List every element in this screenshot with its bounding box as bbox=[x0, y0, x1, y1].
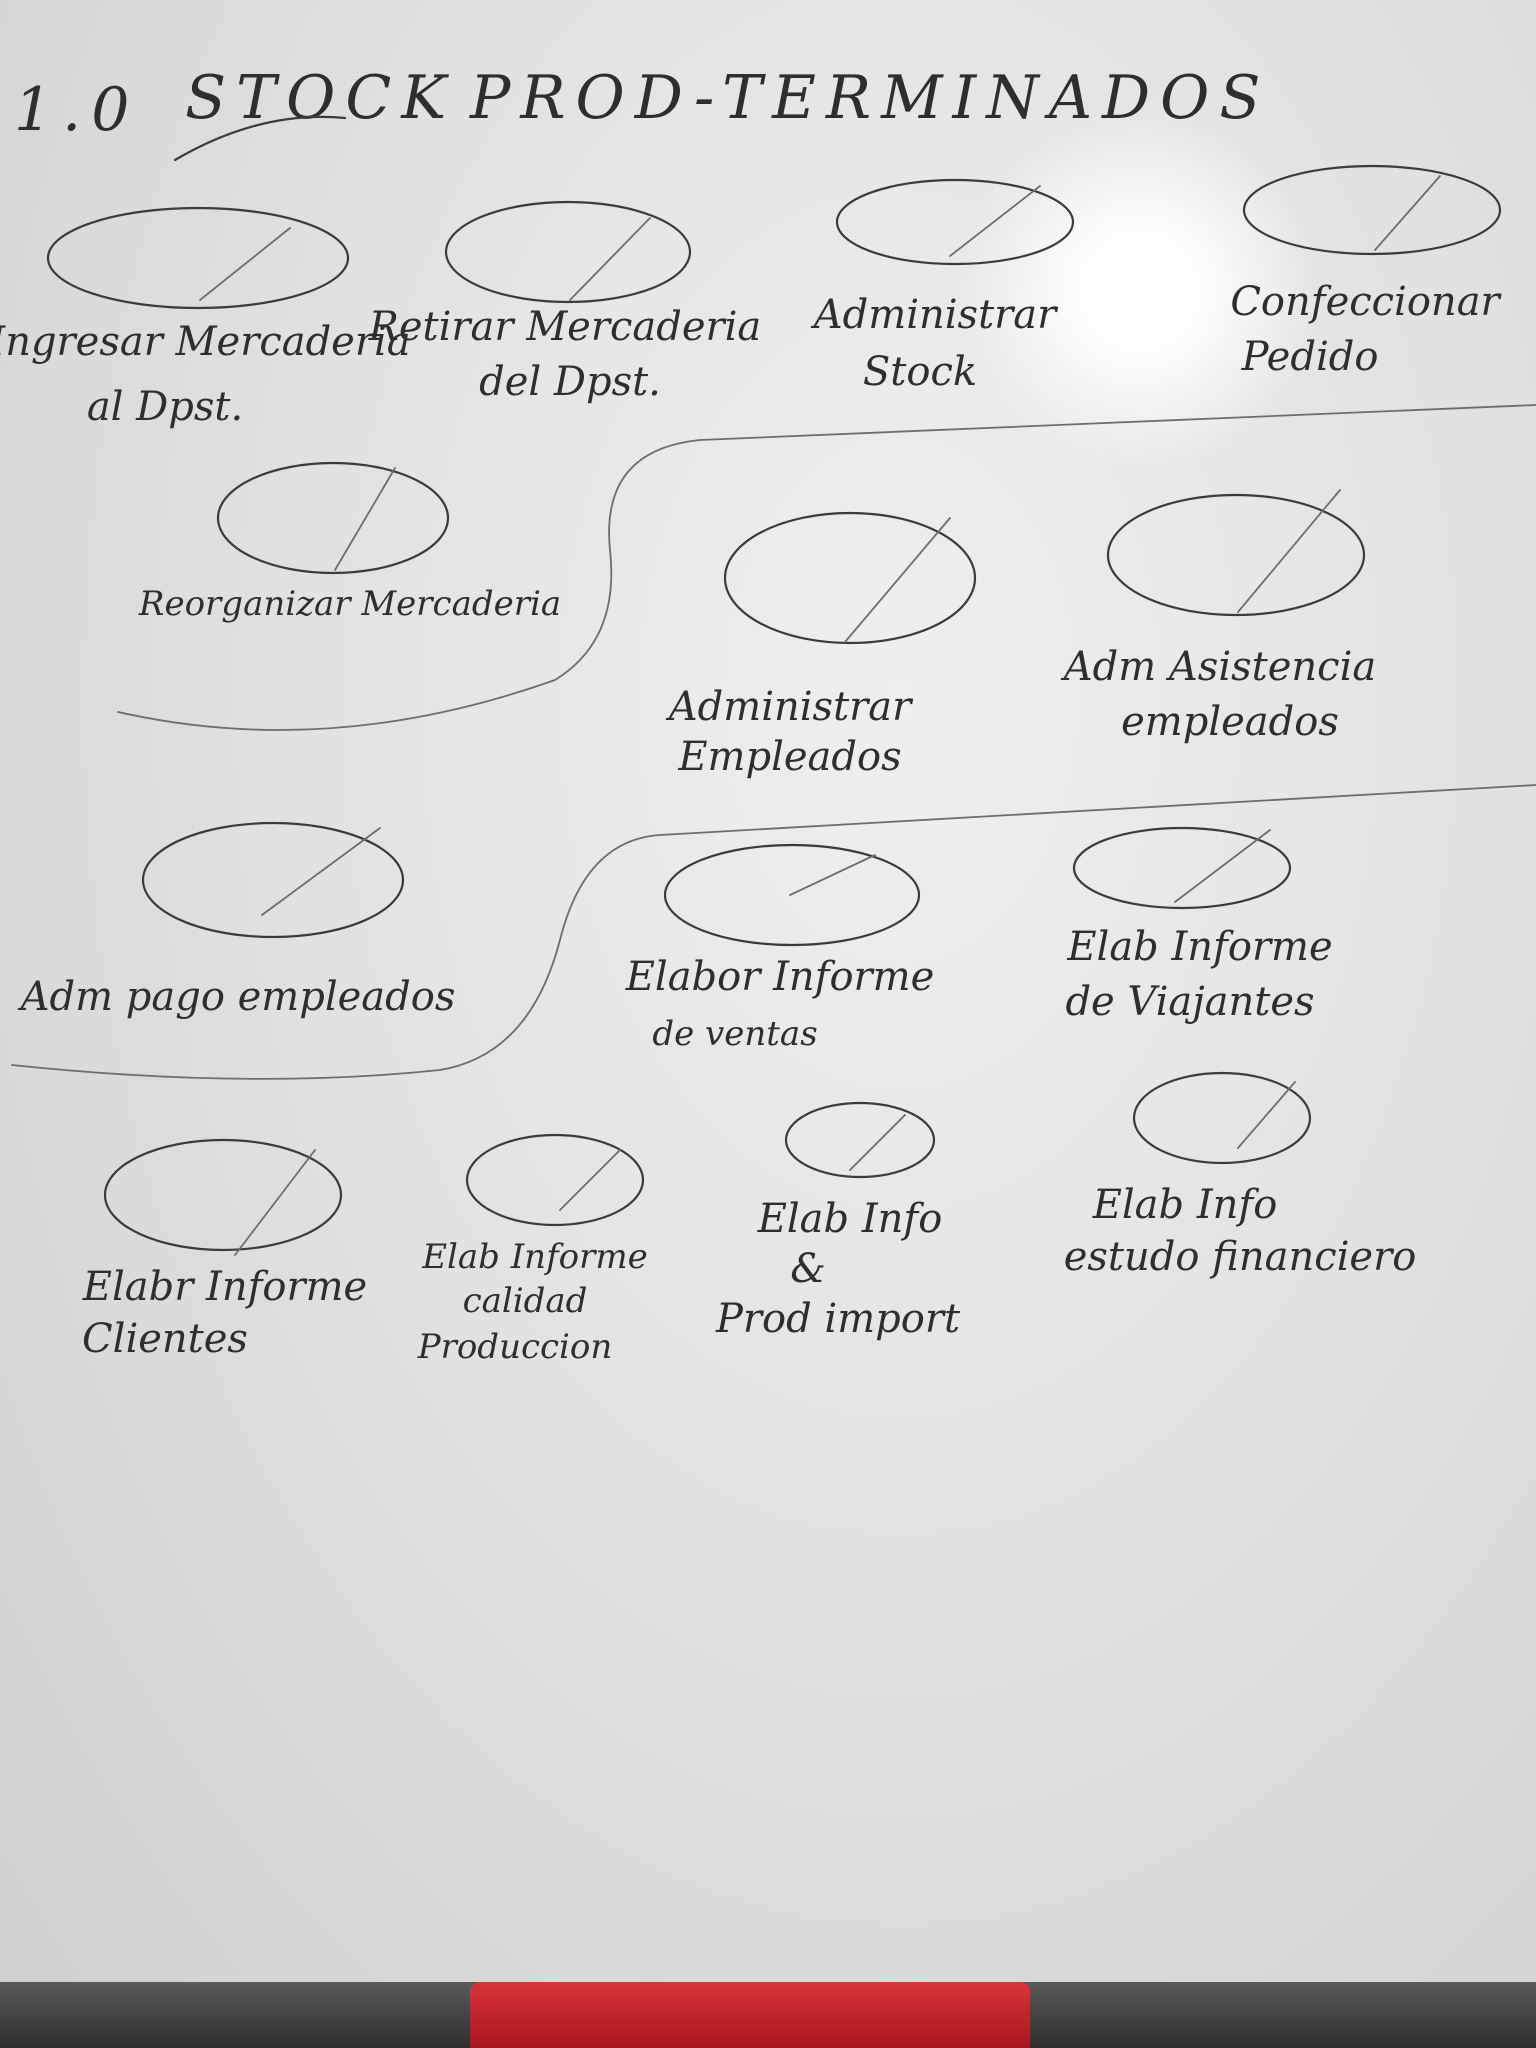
title-word-prod: PROD-TERMINADOS bbox=[469, 63, 1270, 133]
svg-text:Administrar: Administrar bbox=[665, 684, 914, 730]
use-case: Elab Info estudo financiero bbox=[1064, 1071, 1417, 1280]
red-object bbox=[470, 1982, 1030, 2048]
svg-text:Reorganizar Mercaderia: Reorganizar Mercaderia bbox=[138, 584, 561, 624]
svg-text:Adm pago empleados: Adm pago empleados bbox=[17, 974, 456, 1020]
svg-text:Produccion: Produccion bbox=[417, 1327, 613, 1367]
svg-text:Elab Informe: Elab Informe bbox=[1066, 924, 1332, 970]
use-case: Elabor Informe de ventas bbox=[625, 843, 935, 1054]
title-word-stock: STOCK bbox=[185, 63, 456, 133]
use-case: Retirar Mercaderia del Dpst. bbox=[368, 200, 762, 405]
svg-text:Administrar: Administrar bbox=[810, 292, 1059, 338]
svg-text:Prod import: Prod import bbox=[715, 1296, 961, 1342]
board-title: 1.0 STOCK PROD-TERMINADOS bbox=[14, 63, 1270, 162]
svg-text:&: & bbox=[790, 1246, 826, 1292]
use-case: Adm Asistencia empleados bbox=[1060, 489, 1376, 745]
svg-text:Adm Asistencia: Adm Asistencia bbox=[1060, 644, 1376, 690]
use-case: Administrar Stock bbox=[810, 178, 1075, 395]
svg-text:Elab Informe: Elab Informe bbox=[421, 1237, 648, 1277]
svg-text:Empleados: Empleados bbox=[677, 734, 901, 780]
separator-curve-2 bbox=[11, 784, 1536, 1080]
svg-text:de ventas: de ventas bbox=[652, 1014, 817, 1054]
svg-text:Elab Info: Elab Info bbox=[757, 1196, 943, 1242]
use-case: Confeccionar Pedido bbox=[1230, 164, 1503, 380]
svg-text:Retirar Mercaderia: Retirar Mercaderia bbox=[368, 304, 762, 350]
title-number: 1.0 bbox=[14, 75, 139, 145]
svg-text:empleados: empleados bbox=[1121, 699, 1339, 745]
svg-text:de Viajantes: de Viajantes bbox=[1065, 979, 1314, 1025]
svg-text:Elab Info: Elab Info bbox=[1092, 1182, 1278, 1228]
use-case: Administrar Empleados bbox=[665, 511, 977, 780]
svg-text:Elabor Informe: Elabor Informe bbox=[625, 954, 935, 1000]
svg-text:Clientes: Clientes bbox=[82, 1316, 248, 1362]
svg-text:Elabr Informe: Elabr Informe bbox=[82, 1264, 367, 1310]
title-underline bbox=[173, 115, 347, 162]
svg-text:del Dpst.: del Dpst. bbox=[479, 359, 661, 405]
use-case: Elab Info & Prod import bbox=[715, 1101, 961, 1342]
svg-text:Confeccionar: Confeccionar bbox=[1230, 279, 1502, 325]
svg-text:calidad: calidad bbox=[463, 1281, 588, 1321]
use-case: Reorganizar Mercaderia bbox=[138, 461, 561, 624]
svg-text:Ingresar Mercaderia: Ingresar Mercaderia bbox=[0, 319, 411, 365]
svg-text:estudo financiero: estudo financiero bbox=[1064, 1234, 1417, 1280]
use-case: Elab Informe calidad Produccion bbox=[417, 1133, 648, 1367]
use-case: Adm pago empleados bbox=[17, 821, 456, 1020]
use-case: Ingresar Mercaderia al Dpst. bbox=[0, 206, 411, 430]
use-case: Elab Informe de Viajantes bbox=[1065, 826, 1333, 1025]
svg-text:al Dpst.: al Dpst. bbox=[87, 384, 243, 430]
svg-text:Stock: Stock bbox=[863, 349, 977, 395]
separator-curve-1 bbox=[117, 404, 1536, 731]
use-case: Elabr Informe Clientes bbox=[82, 1138, 367, 1362]
svg-text:Pedido: Pedido bbox=[1241, 334, 1379, 380]
